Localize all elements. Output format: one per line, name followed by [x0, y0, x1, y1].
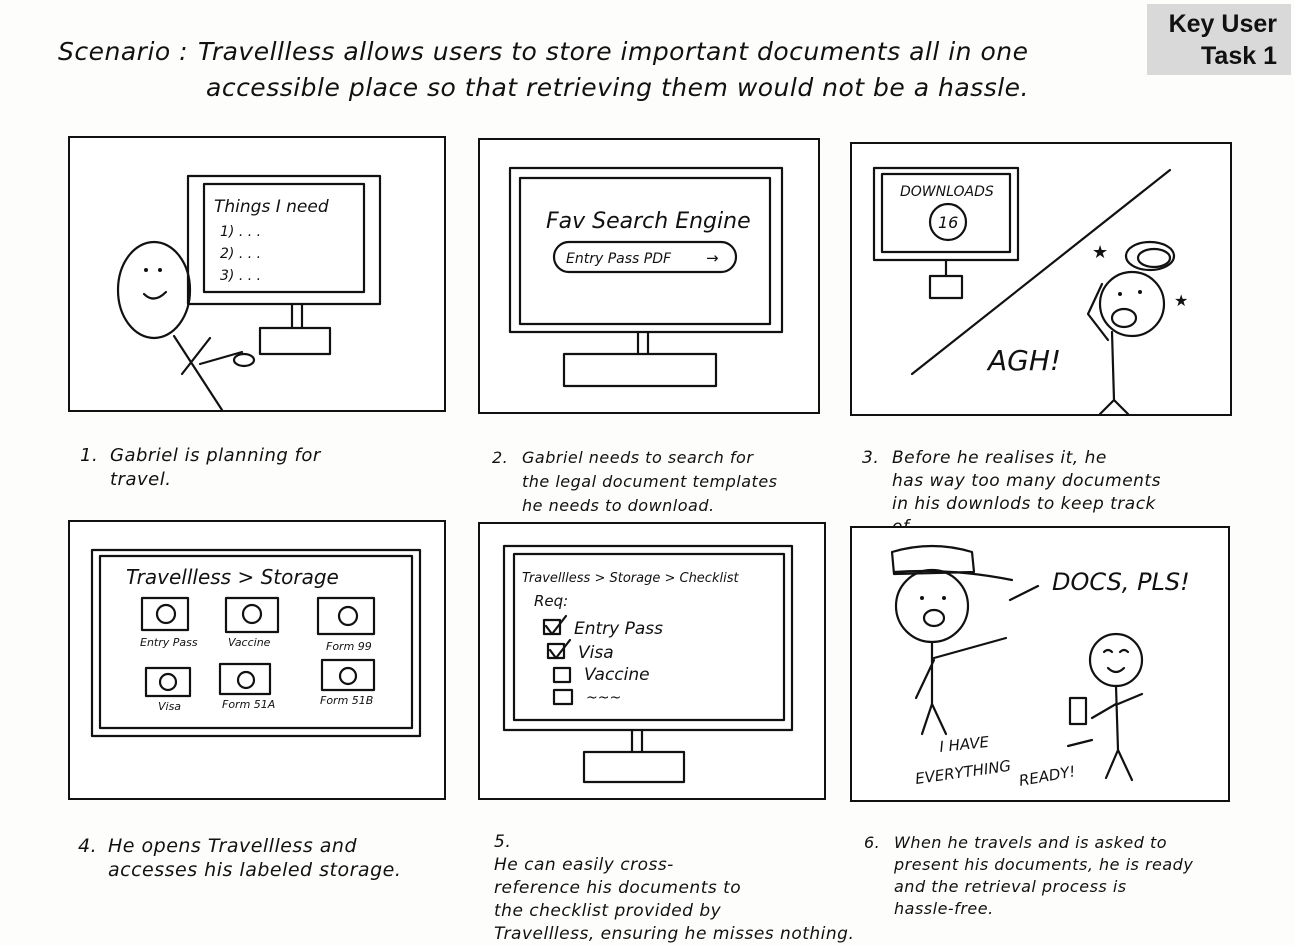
- folder-entry-pass: Entry Pass: [140, 596, 198, 649]
- storyboard-panel-2: Fav Search Engine Entry Pass PDF →: [478, 138, 820, 414]
- todo-title: Things I need: [214, 197, 329, 217]
- caption-6-text: When he travels and is asked to present …: [894, 833, 1194, 918]
- caption-3-number: 3.: [862, 448, 880, 468]
- star-icon: ★: [1092, 242, 1108, 263]
- divider-line: [910, 168, 1172, 376]
- downloads-count-circle: [928, 202, 968, 242]
- todo-item-1: 1) . . .: [220, 224, 261, 240]
- checklist-item-3: Vaccine: [584, 665, 650, 685]
- monitor-frame: [502, 544, 794, 732]
- caption-4-number: 4.: [78, 835, 98, 857]
- search-engine-title: Fav Search Engine: [546, 209, 751, 234]
- caption-5-text: He can easily cross- reference his docum…: [494, 855, 855, 944]
- monitor-screen: [98, 554, 414, 730]
- caption-2-number: 2.: [492, 448, 509, 467]
- traveler-reply-line1: I HAVE: [939, 733, 991, 756]
- storyboard-panel-1: Things I need 1) . . . 2) . . . 3) . . .: [68, 136, 446, 412]
- checklist-breadcrumb: Travellless > Storage > Checklist: [522, 571, 739, 586]
- monitor-screen: [202, 182, 366, 294]
- folder-visa: Visa: [144, 666, 192, 713]
- caption-5: 5. He can easily cross- reference his doc…: [494, 808, 874, 946]
- scenario-line2: accessible place so that retrieving them…: [206, 73, 1030, 102]
- caption-4-text: He opens Travellless and accesses his la…: [108, 835, 402, 881]
- person-head: [116, 240, 192, 340]
- star-icon: ★: [1174, 291, 1188, 310]
- caption-1-number: 1.: [80, 445, 99, 466]
- caption-6: 6. When he travels and is asked to presen…: [864, 810, 1284, 920]
- scenario-label: Scenario :: [58, 37, 189, 66]
- folder-form-51b: Form 51B: [320, 658, 376, 707]
- search-bar: [552, 240, 738, 274]
- checkbox-4: [552, 688, 574, 706]
- caption-2-text: Gabriel needs to search for the legal do…: [522, 448, 778, 515]
- monitor-frame: [186, 174, 382, 306]
- officer-head: [894, 568, 970, 644]
- caption-1-text: Gabriel is planning for travel.: [110, 445, 321, 490]
- monitor-screen: [518, 176, 772, 326]
- stress-scribble-icon: [1124, 240, 1176, 272]
- monitor-stand: [630, 728, 644, 754]
- caption-5-number: 5.: [494, 832, 512, 852]
- svg-text:Form 51B: Form 51B: [320, 694, 373, 707]
- caption-6-number: 6.: [864, 833, 881, 852]
- monitor-stand: [636, 330, 650, 356]
- stressed-person-head: [1098, 270, 1166, 338]
- storyboard-panel-3: DOWNLOADS 16 AGH! ★ ★: [850, 142, 1232, 416]
- officer-speech: DOCS, PLS!: [1052, 568, 1190, 596]
- officer-hat: [890, 544, 1014, 582]
- svg-text:Entry Pass: Entry Pass: [140, 636, 198, 649]
- svg-text:Form 99: Form 99: [326, 640, 372, 653]
- checklist-item-2: Visa: [578, 643, 614, 663]
- scenario-line1: Travellless allows users to store import…: [198, 37, 1029, 66]
- monitor-screen: [880, 172, 1012, 254]
- keyboard: [582, 750, 686, 784]
- caption-1: 1. Gabriel is planning for travel.: [80, 420, 450, 492]
- checkbox-vaccine: [552, 666, 572, 684]
- agh-exclaim: AGH!: [986, 344, 1061, 377]
- keyboard: [258, 326, 332, 356]
- caption-3: 3. Before he realises it, he has way too …: [862, 424, 1262, 539]
- monitor-frame: [90, 548, 422, 738]
- todo-item-2: 2) . . .: [220, 246, 261, 262]
- scenario-text: Scenario : Travellless allows users to st…: [58, 34, 1078, 106]
- monitor-screen: [512, 552, 786, 722]
- traveler-reply-line2: EVERYTHING: [914, 757, 1012, 788]
- task-badge-line1: Key User: [1168, 10, 1277, 38]
- svg-text:Form 51A: Form 51A: [222, 698, 275, 711]
- caption-4: 4. He opens Travellless and accesses his …: [78, 810, 458, 882]
- traveler-reply-line3: READY!: [1018, 762, 1077, 790]
- caption-3-text: Before he realises it, he has way too ma…: [892, 448, 1161, 537]
- caption-2: 2. Gabriel needs to search for the legal …: [492, 422, 842, 518]
- folder-vaccine: Vaccine: [224, 596, 280, 649]
- folder-form-51a: Form 51A: [218, 662, 275, 711]
- monitor-stand: [290, 302, 304, 330]
- keyboard: [562, 352, 718, 388]
- checklist-item-1: Entry Pass: [574, 619, 663, 639]
- storyboard-panel-5: Travellless > Storage > Checklist Req: E…: [478, 522, 826, 800]
- task-badge-line2: Task 1: [1201, 42, 1277, 70]
- folder-form-99: Form 99: [316, 596, 376, 653]
- checklist-item-4: ~~~: [586, 690, 621, 706]
- phone-icon: [1068, 696, 1088, 726]
- downloads-title: DOWNLOADS: [900, 184, 994, 200]
- todo-item-3: 3) . . .: [220, 268, 261, 284]
- search-arrow-icon: →: [706, 249, 719, 267]
- svg-text:Vaccine: Vaccine: [228, 636, 271, 649]
- storyboard-panel-4: Travellless > Storage Entry Pass Vaccine…: [68, 520, 446, 800]
- traveler-head: [1088, 632, 1144, 688]
- monitor-frame: [508, 166, 784, 334]
- folder-grid: Entry Pass Vaccine Form 99 Visa Form 51A…: [140, 596, 376, 713]
- search-value: Entry Pass PDF: [566, 251, 672, 267]
- task-badge: Key User Task 1: [1147, 4, 1291, 75]
- storage-breadcrumb: Travellless > Storage: [126, 565, 339, 589]
- storyboard-panel-6: DOCS, PLS! I HAVE EVERYTHING READY!: [850, 526, 1230, 802]
- mouse: [232, 352, 256, 368]
- svg-text:Visa: Visa: [158, 700, 181, 713]
- req-label: Req:: [534, 592, 568, 610]
- monitor-stand: [928, 274, 964, 300]
- downloads-count: 16: [938, 213, 958, 232]
